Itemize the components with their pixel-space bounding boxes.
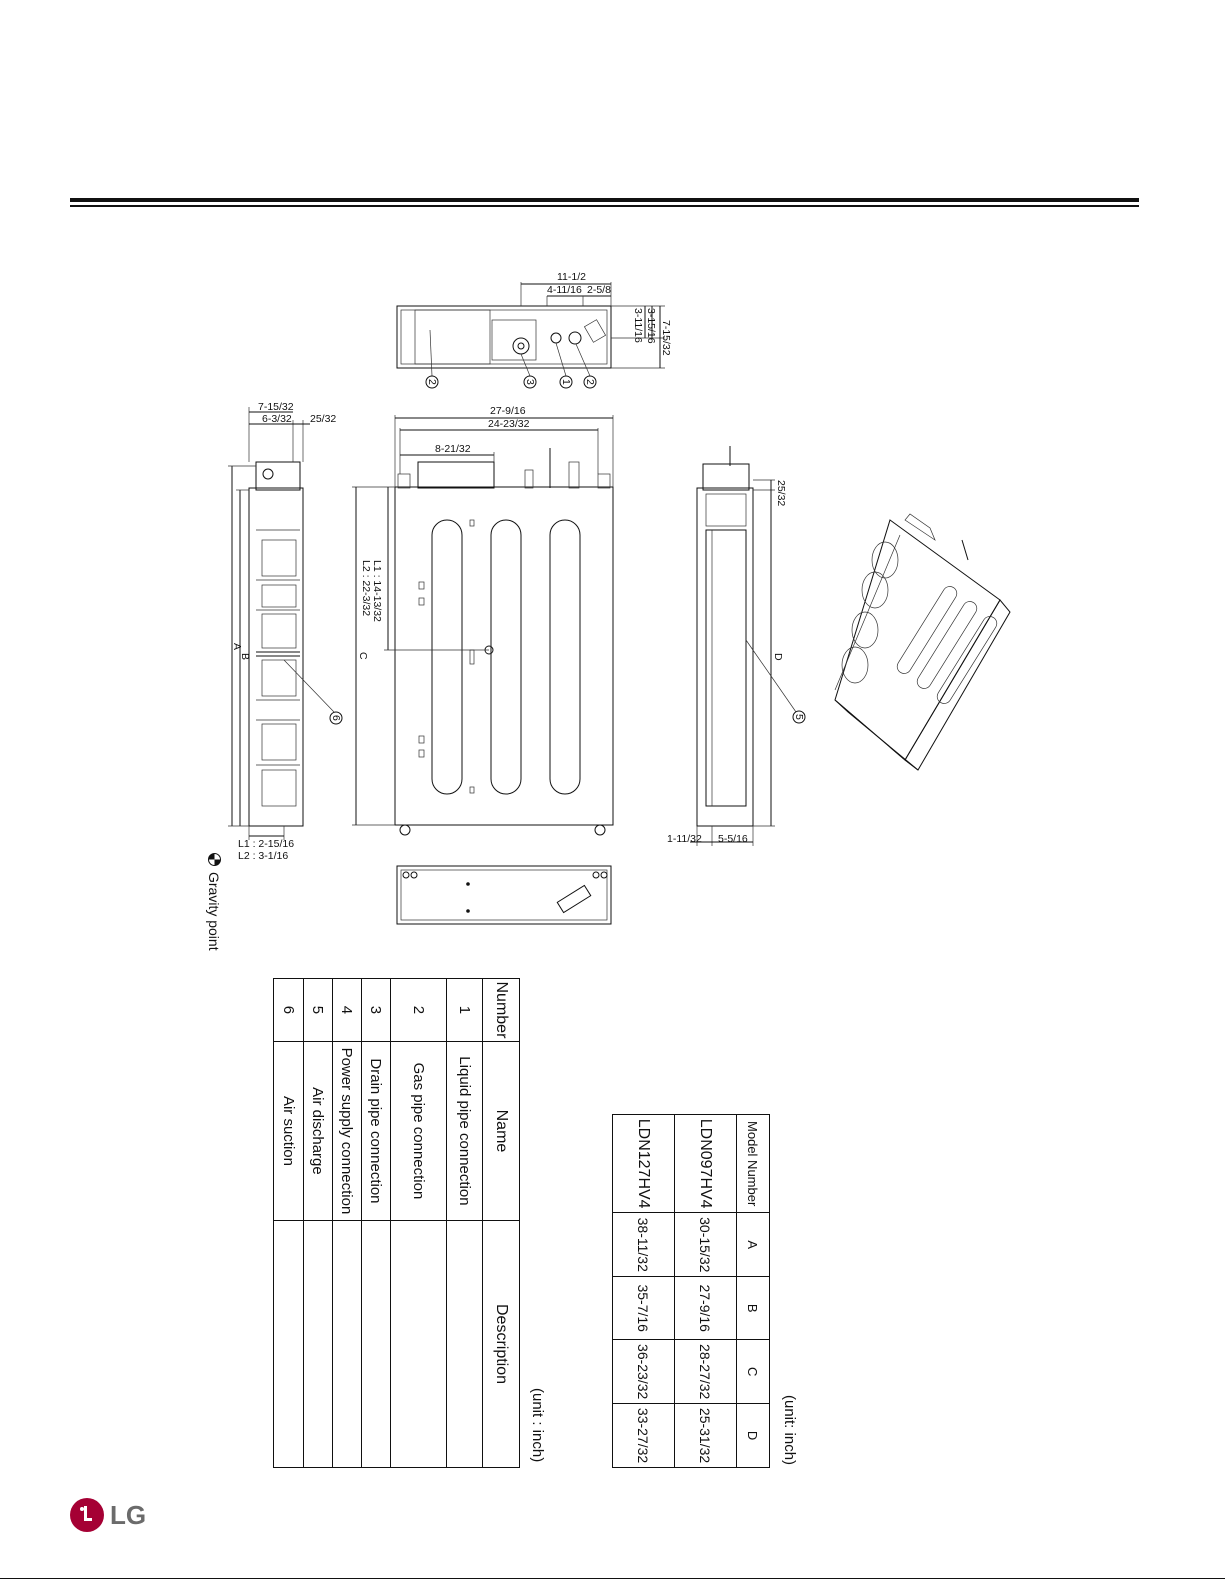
- model-table-header: Model Number A B C D: [736, 1114, 770, 1468]
- dim-L1-a: L1 : 14-13/32: [371, 560, 383, 622]
- lg-logo-icon: [70, 1498, 104, 1532]
- row-c: 28-27/32: [674, 1339, 737, 1404]
- dim-3-11-16: 3-11/16: [632, 308, 644, 343]
- dim-L2-a: L2 : 22-3/32: [360, 560, 372, 616]
- parts-table: Number Name Description 1 Liquid pipe co…: [273, 978, 520, 1468]
- model-table-wrapper: Model Number A B C D LDN097HV4 30-15/32 …: [612, 1114, 770, 1468]
- model-table: Model Number A B C D LDN097HV4 30-15/32 …: [612, 1114, 770, 1468]
- col-c-header: C: [736, 1339, 770, 1404]
- row-description: [361, 1220, 391, 1468]
- row-number: 6: [273, 978, 304, 1042]
- callout-3: 3: [524, 379, 536, 385]
- col-description-header: Description: [482, 1220, 520, 1468]
- table-row: LDN097HV4 30-15/32 27-9/16 28-27/32 25-3…: [674, 1114, 737, 1468]
- dim-L2-b: L2 : 3-1/16: [238, 850, 288, 862]
- callout-2: 2: [584, 379, 596, 385]
- row-description: [390, 1220, 447, 1468]
- row-description: [446, 1220, 483, 1468]
- callout-4: 2: [426, 379, 438, 385]
- row-name: Liquid pipe connection: [446, 1041, 483, 1221]
- dim-D: D: [772, 653, 784, 661]
- row-d: 33-27/32: [612, 1403, 675, 1468]
- dim-27-9-16: 27-9/16: [490, 405, 526, 417]
- table-row: LDN127HV4 38-11/32 35-7/16 36-23/32 33-2…: [612, 1114, 675, 1468]
- row-description: [303, 1220, 333, 1468]
- header-rule-thin: [70, 205, 1139, 207]
- dim-7-15-32: 7-15/32: [258, 401, 294, 413]
- row-number: 2: [390, 978, 447, 1042]
- row-name: Gas pipe connection: [390, 1041, 447, 1221]
- table-row: 3 Drain pipe connection: [361, 978, 391, 1468]
- row-number: 3: [361, 978, 391, 1042]
- row-model: LDN127HV4: [612, 1114, 675, 1213]
- main-view: 27-9/16 24-23/32 8-21/32 C L1 : 14-13/32…: [352, 405, 614, 836]
- right-side-view: 25/32 D 5 1-11/32 5-5/16: [667, 446, 806, 846]
- col-d-header: D: [736, 1403, 770, 1468]
- col-b-header: B: [736, 1276, 770, 1340]
- bottom-view: [396, 865, 612, 925]
- dim-8-21-32: 8-21/32: [435, 443, 471, 455]
- row-number: 4: [332, 978, 362, 1042]
- dim-5-5-16: 5-5/16: [718, 833, 748, 845]
- dim-25-32-a: 25/32: [310, 413, 336, 425]
- dim-3-15-16: 3-15/16: [645, 308, 657, 344]
- row-name: Drain pipe connection: [361, 1041, 391, 1221]
- dim-25-32-b: 25/32: [775, 480, 787, 506]
- row-description: [273, 1220, 304, 1468]
- col-name-header: Name: [482, 1041, 520, 1221]
- table-row: 4 Power supply connection: [332, 978, 362, 1468]
- dim-2-5-8: 2-5/8: [587, 284, 611, 296]
- gravity-point-icon: [208, 853, 221, 866]
- dim-7-15-32-top: 7-15/32: [660, 320, 672, 356]
- row-number: 1: [446, 978, 483, 1042]
- dim-B: B: [239, 653, 251, 660]
- table-row: 2 Gas pipe connection: [390, 978, 447, 1468]
- lg-logo: LG: [70, 1498, 146, 1532]
- callout-6: 6: [330, 715, 342, 721]
- row-d: 25-31/32: [674, 1403, 737, 1468]
- row-model: LDN097HV4: [674, 1114, 737, 1213]
- lg-logo-text: LG: [110, 1499, 147, 1530]
- left-side-view: 7-15/32 6-3/32 25/32 A B L1 : 2-15/16 L2…: [228, 401, 343, 862]
- row-b: 35-7/16: [612, 1276, 675, 1340]
- col-number-header: Number: [482, 978, 520, 1042]
- table-row: 5 Air discharge: [303, 978, 333, 1468]
- row-b: 27-9/16: [674, 1276, 737, 1340]
- callout-5: 5: [793, 714, 805, 720]
- gravity-point-legend: Gravity point: [206, 853, 222, 951]
- header-rule-thick: [70, 198, 1139, 202]
- dim-6-3-32: 6-3/32: [262, 413, 292, 425]
- callout-1: 1: [560, 379, 572, 385]
- dim-1-11-32: 1-11/32: [667, 833, 702, 845]
- dim-11-1-2: 11-1/2: [557, 271, 586, 283]
- row-name: Power supply connection: [332, 1041, 362, 1221]
- row-c: 36-23/32: [612, 1339, 675, 1404]
- row-name: Air suction: [273, 1041, 304, 1221]
- row-a: 30-15/32: [674, 1212, 737, 1277]
- parts-table-unit: (unit : inch): [529, 1388, 546, 1463]
- row-name: Air discharge: [303, 1041, 333, 1221]
- dim-24-23-32: 24-23/32: [488, 418, 530, 430]
- parts-table-header: Number Name Description: [482, 978, 520, 1468]
- footer-rule: [0, 1578, 1225, 1579]
- dim-A: A: [231, 643, 243, 650]
- row-description: [332, 1220, 362, 1468]
- col-model-header: Model Number: [736, 1114, 770, 1213]
- dim-L1-b: L1 : 2-15/16: [238, 838, 294, 850]
- row-number: 5: [303, 978, 333, 1042]
- isometric-view: [834, 513, 1011, 771]
- row-a: 38-11/32: [612, 1212, 675, 1277]
- col-a-header: A: [736, 1212, 770, 1277]
- dim-4-11-16: 4-11/16: [547, 284, 582, 296]
- model-table-unit: (unit: inch): [781, 1395, 798, 1466]
- top-view: 11-1/2 4-11/16 2-5/8 3-15/16 3-11/16 7-1…: [396, 271, 672, 389]
- dim-C: C: [357, 652, 369, 660]
- table-row: 6 Air suction: [273, 978, 304, 1468]
- table-row: 1 Liquid pipe connection: [446, 978, 483, 1468]
- parts-table-wrapper: Number Name Description 1 Liquid pipe co…: [273, 978, 520, 1468]
- gravity-point-label: Gravity point: [206, 872, 222, 951]
